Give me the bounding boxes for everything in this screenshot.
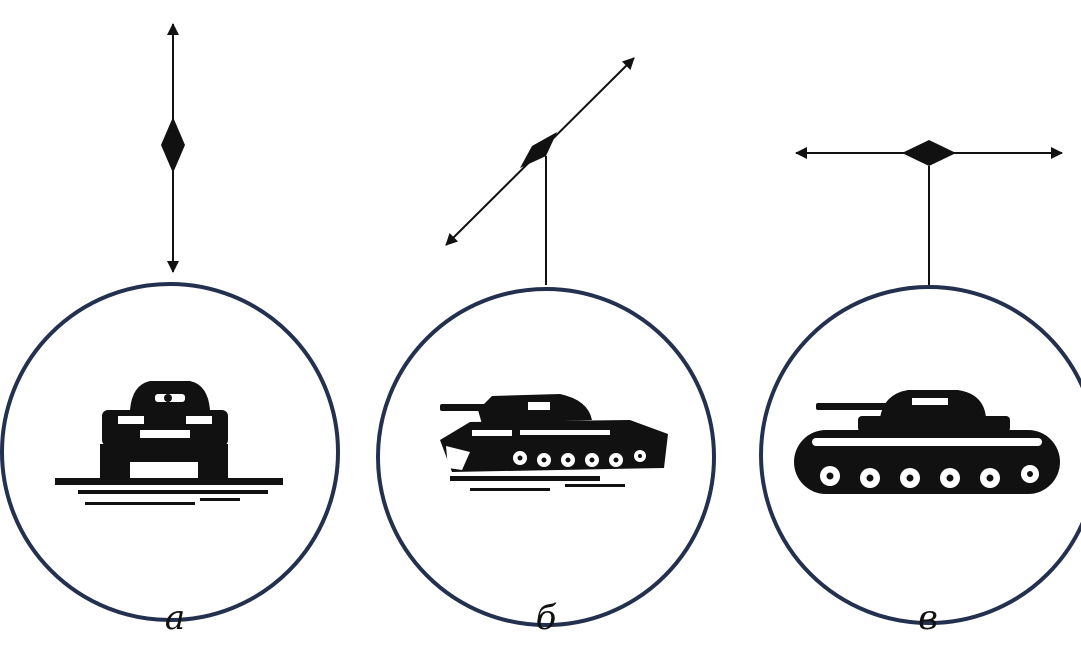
sight-circle-b: [376, 287, 716, 627]
panel-a: [0, 23, 340, 622]
diamond-marker: [902, 140, 956, 166]
diagonal-direction-arrow: [445, 57, 635, 285]
sight-circle-a: [0, 282, 340, 622]
sight-circle-c: [759, 285, 1081, 625]
panel-c: [759, 140, 1081, 625]
diamond-marker: [520, 132, 557, 168]
horizontal-direction-arrow: [795, 140, 1063, 285]
panel-label-a: а: [164, 598, 186, 638]
diamond-marker: [161, 117, 185, 173]
vertical-direction-arrow: [161, 23, 185, 273]
panel-label-b: б: [535, 598, 557, 638]
tank-side-icon: [794, 390, 1060, 494]
panel-b: [376, 57, 716, 627]
tank-front-icon: [55, 381, 283, 505]
panel-label-c: в: [918, 598, 938, 638]
tank-oblique-icon: [440, 394, 668, 491]
